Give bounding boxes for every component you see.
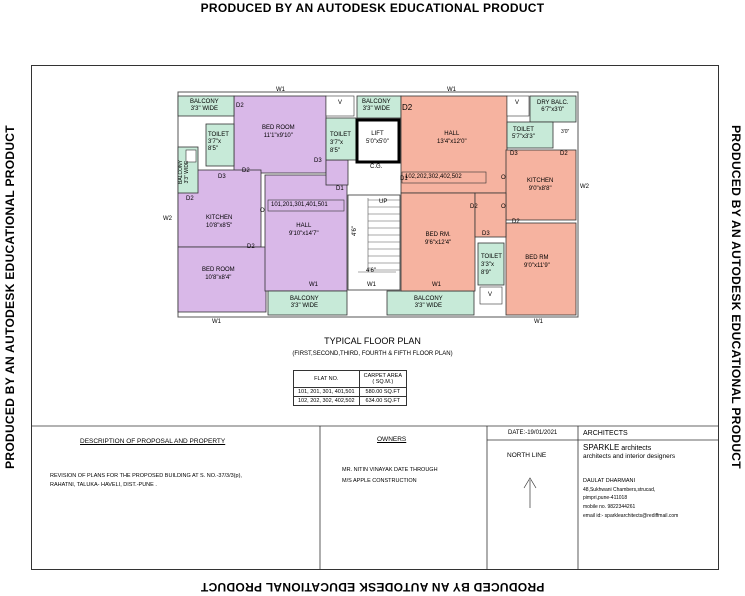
label-bedrm-r1: BED RM.9'6"x12'4" [425,232,452,246]
shafts [185,95,530,305]
marker-d2-g: D2 [512,219,520,225]
marker-w2-left: W2 [163,216,172,222]
marker-w2-right: W2 [580,184,589,190]
area-cell: 580.00 SQ.FT [358,387,408,397]
label-dim-3: 3'0" [561,129,570,135]
marker-v-c: V [488,292,493,298]
marker-v-b: V [515,100,520,106]
description-line2: RAHATNI, TALUKA- HAVELI, DIST.-PUNE . [50,482,157,488]
email-address: email id:- sparklearchitects@rediffmail.… [583,513,679,519]
marker-w1-c: W1 [367,282,376,288]
owners-line1: MR. NITIN VINAYAK DATE THROUGH [342,467,438,473]
flat-right [400,95,577,316]
architects-heading: ARCHITECTS [583,430,628,437]
north-line-label: NORTH LINE [507,452,547,459]
owners-line2: M/S APPLE CONSTRUCTION [342,478,417,484]
label-dry-balc: DRY BALC.6'7"x3'0" [537,100,569,113]
address-line1: 48,Sukhwani Chambers,strucad, [583,487,656,493]
marker-d2-b: D2 [242,168,250,174]
flat-label-box-right [401,171,487,184]
area-cell: 634.00 SQ.FT [358,396,408,406]
header-carpet-area: CARPET AREA( SQ.M.) [358,370,408,388]
table-row: 101, 201, 301, 401,501 580.00 SQ.FT [293,387,408,397]
date-label: DATE:-19/01/2021 [508,430,558,436]
owners-heading: OWNERS [377,436,407,443]
plan-subtitle: (FIRST,SECOND,THIRD, FOURTH & FIFTH FLOO… [292,351,453,357]
wet-areas-right [477,95,577,286]
address-line2: pimpri,pune-411018 [583,495,628,501]
marker-d2-a: D2 [236,103,244,109]
marker-d3-a: D3 [218,174,226,180]
flat-label-right: 102,202,302,402,502 [405,174,462,180]
description-heading: DESCRIPTION OF PROPOSAL AND PROPERTY [80,438,226,445]
description-line1: REVISION OF PLANS FOR THE PROPOSED BUILD… [50,473,242,479]
watermark-top: PRODUCED BY AN AUTODESK EDUCATIONAL PROD… [200,1,545,15]
marker-d3-c: D3 [510,151,518,157]
marker-w1-top-left: W1 [276,87,285,93]
marker-d2-d: D2 [247,244,255,250]
marker-d2-c: D2 [186,196,194,202]
marker-d3-d: D3 [482,231,490,237]
marker-d2-h: D2 [560,151,568,157]
flat-label-box-left [267,199,345,212]
label-stair-w: 4'6" [366,268,376,274]
staircase [358,198,400,273]
flat-label-left: 101,201,301,401,501 [271,202,328,208]
label-cg: C.G. [370,164,383,170]
marker-d1-b: D1 [400,176,408,182]
table-header-row: FLAT NO. CARPET AREA( SQ.M.) [293,370,408,388]
firm-name: SPARKLE architects [583,443,652,452]
label-stair-h: 4'6" [351,226,358,236]
marker-o-c: O [501,204,506,210]
marker-d2-f: D2 [470,204,478,210]
marker-o-b: O [501,175,506,181]
header-flat-no: FLAT NO. [293,370,360,388]
marker-w1-bl: W1 [212,319,221,325]
firm-tagline: architects and interior designers [583,453,676,460]
marker-d1-a: D1 [336,186,344,192]
table-row: 102, 202, 302, 402,502 634.00 SQ.FT [293,396,408,406]
central-core [347,95,475,316]
marker-w1-c2: W1 [432,282,441,288]
marker-w1-bm: W1 [309,282,318,288]
flat-no-cell: 102, 202, 302, 402,502 [293,396,360,406]
architect-name: DAULAT DHARMANI [583,478,636,484]
marker-d2-e: D2 [402,103,413,112]
wet-areas-left [177,95,357,316]
marker-w1-br: W1 [534,319,543,325]
plan-title: TYPICAL FLOOR PLAN [324,336,421,346]
label-up: UP [379,199,388,205]
marker-v-a: V [338,100,343,106]
drawing-sheet-border [31,65,719,570]
flat-left [177,95,349,313]
marker-o-a: O [260,208,265,214]
marker-w1-top-right: W1 [447,87,456,93]
mobile-number: mobile no. 9822344261 [583,504,636,510]
carpet-area-table: FLAT NO. CARPET AREA( SQ.M.) 101, 201, 3… [293,370,408,406]
flat-no-cell: 101, 201, 301, 401,501 [293,387,360,397]
marker-d3-b: D3 [314,158,322,164]
